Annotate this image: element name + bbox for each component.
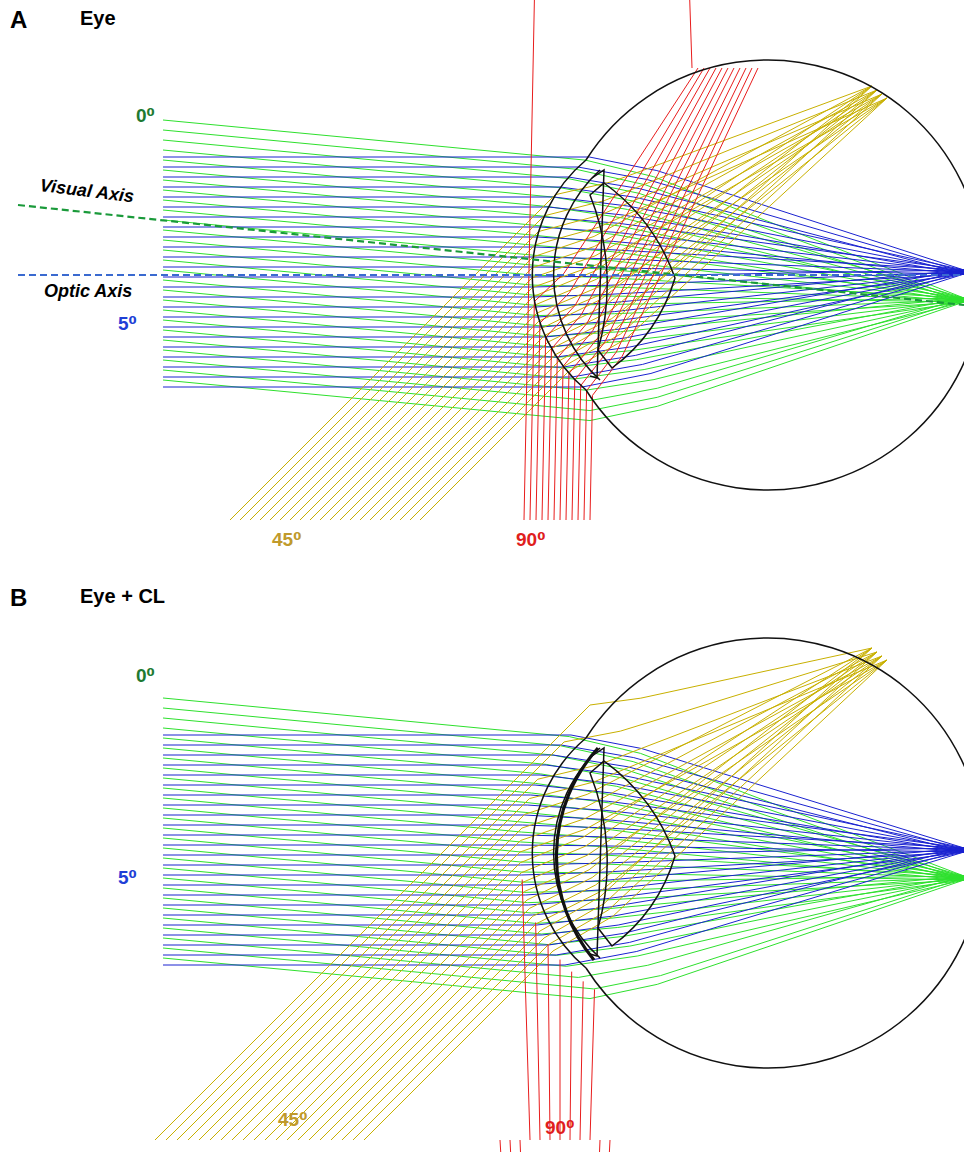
light-ray: [163, 768, 964, 878]
light-ray: [584, 68, 752, 520]
light-ray: [163, 177, 964, 274]
light-ray: [364, 660, 887, 1140]
panel-title: Eye: [80, 8, 116, 28]
panel-letter: B: [10, 586, 27, 610]
contact-lens: [556, 748, 598, 960]
optic-axis: [18, 274, 964, 276]
light-ray: [163, 272, 964, 377]
light-ray: [163, 302, 964, 421]
light-ray: [163, 257, 964, 272]
light-ray: [163, 170, 964, 302]
panel-letter: A: [10, 8, 27, 32]
light-ray: [163, 848, 964, 885]
light-ray: [230, 86, 872, 520]
crystalline-lens: [590, 761, 675, 946]
axis-label: Optic Axis: [44, 282, 132, 300]
light-ray: [163, 758, 964, 876]
ray-bundle: [163, 0, 964, 520]
light-ray: [163, 237, 964, 274]
light-ray: [580, 981, 583, 1140]
light-ray: [163, 207, 964, 274]
light-ray: [163, 852, 964, 935]
light-ray: [520, 1140, 590, 1152]
light-ray: [163, 298, 964, 401]
light-ray: [320, 660, 887, 1140]
light-ray: [163, 267, 964, 274]
eye-panel: [155, 638, 964, 1152]
angle-label: 0⁰: [136, 106, 155, 125]
axis-label: Visual Axis: [39, 176, 135, 205]
light-ray: [500, 1140, 590, 1152]
light-ray: [590, 1140, 600, 1152]
light-ray: [163, 274, 964, 357]
light-ray: [590, 989, 595, 1140]
light-ray: [548, 944, 550, 1140]
angle-label: 5⁰: [118, 868, 137, 887]
light-ray: [163, 200, 964, 302]
light-ray: [390, 86, 872, 520]
angle-label: 45⁰: [278, 1110, 307, 1129]
light-ray: [280, 90, 877, 520]
light-ray: [163, 828, 964, 878]
angle-label: 5⁰: [118, 314, 137, 333]
light-ray: [163, 735, 964, 848]
light-ray: [163, 785, 964, 852]
light-ray: [163, 845, 964, 852]
light-ray: [163, 848, 964, 945]
light-ray: [560, 960, 561, 1140]
panel-title: Eye + CL: [80, 586, 165, 606]
light-ray: [522, 880, 530, 1140]
angle-label: 90⁰: [545, 1118, 574, 1137]
light-ray: [276, 660, 887, 1140]
light-ray: [380, 98, 887, 520]
eye-panel: [18, 0, 964, 520]
light-ray: [163, 708, 964, 878]
eye-globe: [586, 638, 964, 1068]
light-ray: [510, 1140, 590, 1152]
light-ray: [570, 972, 572, 1140]
light-ray: [210, 652, 877, 1140]
light-ray: [572, 68, 740, 520]
light-ray: [155, 648, 872, 1140]
angle-label: 90⁰: [516, 530, 545, 549]
eye-globe: [586, 60, 964, 490]
light-ray: [536, 922, 540, 1140]
light-ray: [590, 68, 758, 520]
light-ray: [360, 90, 877, 520]
light-ray: [287, 648, 872, 1140]
light-ray: [199, 648, 872, 1140]
angle-label: 45⁰: [272, 530, 301, 549]
light-ray: [309, 656, 882, 1140]
light-ray: [163, 274, 964, 387]
light-ray: [590, 1140, 610, 1152]
light-ray: [163, 755, 964, 852]
light-ray: [250, 94, 882, 520]
light-ray: [163, 795, 964, 848]
ray-bundle: [155, 648, 964, 1152]
light-ray: [163, 850, 964, 925]
light-ray: [410, 94, 882, 520]
light-ray: [350, 86, 872, 520]
angle-label: 0⁰: [136, 666, 155, 685]
visual-axis: [18, 205, 964, 305]
light-ray: [340, 98, 887, 520]
light-ray: [353, 656, 882, 1140]
light-ray: [240, 90, 877, 520]
light-ray: [243, 648, 872, 1140]
light-ray: [232, 660, 887, 1140]
light-ray: [163, 180, 964, 298]
light-ray: [163, 815, 964, 852]
